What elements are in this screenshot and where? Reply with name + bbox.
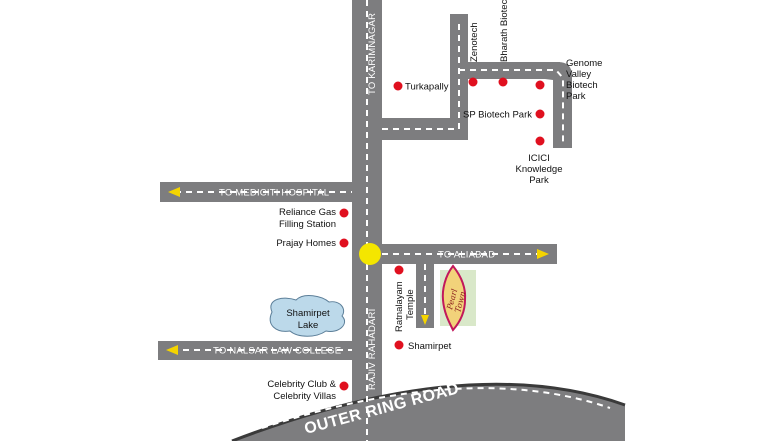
location-pin-icon [339, 381, 349, 391]
aliabad-road [382, 244, 557, 264]
label-turkapally: Turkapally [405, 82, 449, 93]
lake-label-line2: Lake [298, 320, 319, 331]
label-icici-line3: Park [529, 175, 549, 186]
label-ratnalayam-line2: Temple [405, 289, 416, 320]
location-pin-icon [498, 77, 508, 87]
location-pin-icon [535, 136, 545, 146]
label-genome-line3: Biotech [566, 80, 598, 91]
lake-label-line1: Shamirpet [286, 308, 330, 319]
location-pin-icon [535, 80, 545, 90]
label-icici-line1: ICICI [528, 153, 550, 164]
road-label-nalsar: TO NALSAR LAW COLLEGE [213, 346, 341, 357]
location-pin-icon [535, 109, 545, 119]
label-zenotech: Zenotech [469, 22, 480, 62]
road-network [158, 0, 626, 441]
road-label-karimnagar: TO KARIMNAGAR [367, 13, 378, 95]
junction-icon [359, 243, 381, 265]
label-genome-line4: Park [566, 91, 586, 102]
outer-ring-road-edge [231, 382, 626, 441]
label-celebrity-line1: Celebrity Club & [267, 379, 336, 390]
label-prajay: Prajay Homes [276, 238, 336, 249]
label-reliance-line2: Filling Station [279, 219, 336, 230]
location-pin-icon [394, 265, 404, 275]
icici-road [545, 62, 572, 148]
road-label-aliabad: TO ALIABAD [438, 250, 495, 261]
label-celebrity-line2: Celebrity Villas [273, 391, 336, 402]
arrow-south-icon [421, 315, 429, 325]
arrow-west-lower-icon [166, 345, 178, 355]
road-label-mediciti: TO MEDICITI HOSPITAL [219, 188, 329, 199]
label-genome-line2: Valley [566, 69, 591, 80]
project-logo: Pearl Town [440, 264, 476, 332]
label-bharath-biotech: Bharath Biotech [499, 0, 510, 62]
arrow-west-upper-icon [168, 187, 180, 197]
label-sp-biotech: SP Biotech Park [463, 110, 532, 121]
ratnalayam-road [416, 264, 434, 328]
label-shamirpet: Shamirpet [408, 341, 452, 352]
label-genome-line1: Genome [566, 58, 602, 69]
label-icici-line2: Knowledge [515, 164, 562, 175]
location-pin-icon [468, 77, 478, 87]
outer-ring-road [232, 384, 625, 441]
label-reliance-line1: Reliance Gas [279, 207, 336, 218]
label-ratnalayam-line1: Ratnalayam [394, 281, 405, 332]
location-pin-icon [339, 238, 349, 248]
location-pin-icon [394, 340, 404, 350]
logo-emblem [441, 264, 467, 332]
road-label-rajiv-rahadari: RAJIV RAHADARI [367, 309, 378, 390]
location-pin-icon [393, 81, 403, 91]
arrow-east-icon [537, 249, 549, 259]
location-pin-icon [339, 208, 349, 218]
shamirpet-lake: Shamirpet Lake [269, 295, 346, 337]
